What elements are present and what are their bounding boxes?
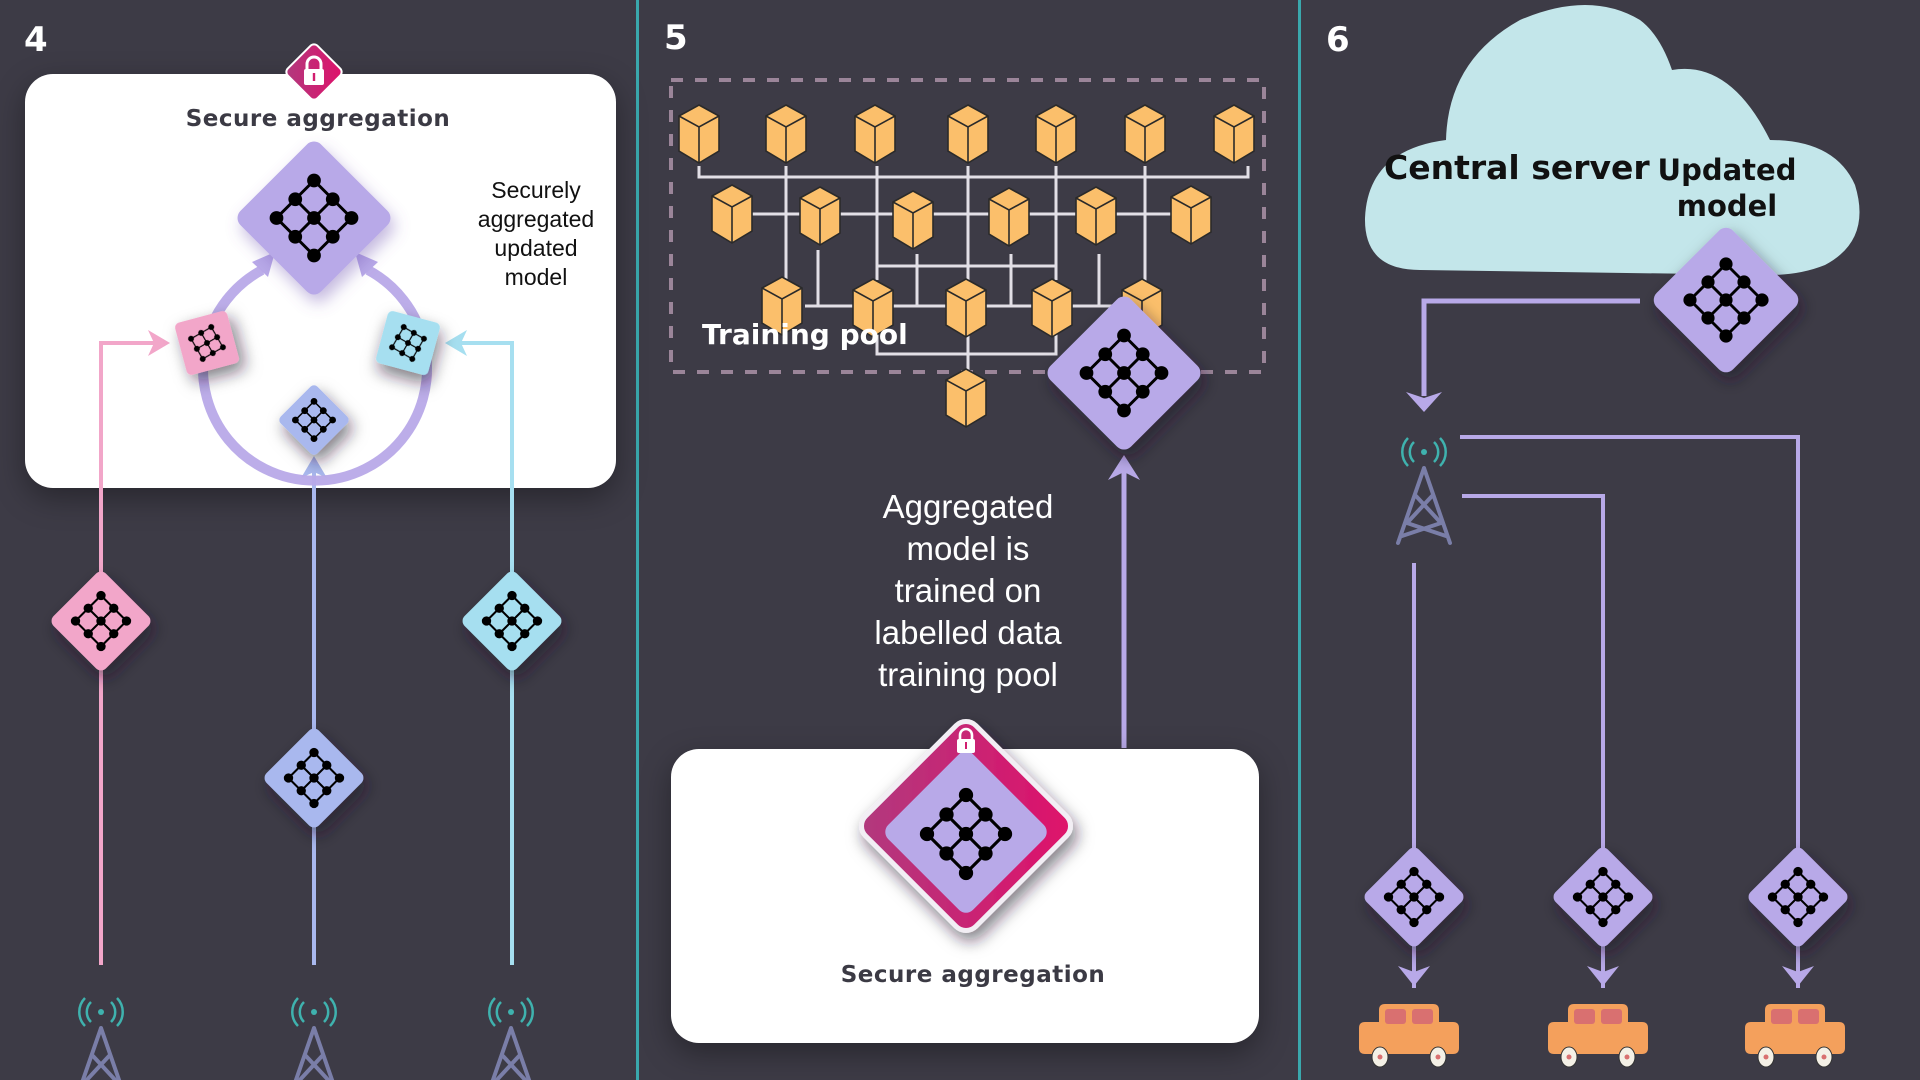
cell-tower-icon — [286, 996, 342, 1080]
step-number: 5 — [664, 18, 688, 58]
data-cube-icon — [678, 104, 1255, 164]
car-arrowhead — [1587, 966, 1619, 986]
vehicle-model-icon — [1748, 847, 1848, 947]
car-arrowhead — [1398, 966, 1430, 986]
step-number: 4 — [24, 20, 48, 60]
updated-model-label: Updated model — [1657, 153, 1797, 223]
tower-to-car-line-3 — [1460, 435, 1800, 988]
tower-to-car-line-2 — [1462, 494, 1605, 988]
cyan-client-connector — [460, 341, 514, 965]
car-icon — [1358, 1003, 1460, 1068]
pink-client-model-icon — [51, 571, 151, 671]
secure-aggregation-title: Secure aggregation — [840, 962, 1106, 988]
car-arrowhead — [1782, 966, 1814, 986]
car-icon — [1744, 1003, 1846, 1068]
cell-tower-icon — [1396, 436, 1452, 545]
pink-client-connector — [99, 341, 155, 965]
training-arrowhead — [1108, 455, 1140, 480]
cyan-arrowhead — [445, 330, 467, 356]
vehicle-model-icon — [1553, 847, 1653, 947]
cell-tower-icon — [483, 996, 539, 1080]
ring-arrowhead-left — [252, 252, 275, 277]
panel-divider-4-5 — [636, 0, 639, 1080]
central-server-label: Central server — [1384, 148, 1650, 187]
trained-model-icon — [1047, 296, 1201, 450]
car-icon — [1547, 1003, 1649, 1068]
pink-arrowhead — [148, 330, 170, 356]
cloud-icon — [1364, 5, 1860, 275]
cyan-model-icon — [376, 311, 440, 375]
cell-tower-icon — [73, 996, 129, 1080]
panel-divider-5-6 — [1298, 0, 1301, 1080]
updated-model-icon — [1653, 227, 1799, 373]
blue-arrowhead — [301, 456, 327, 478]
pink-model-icon — [175, 311, 239, 375]
training-pool-label: Training pool — [702, 318, 908, 351]
blue-client-model-icon — [264, 728, 364, 828]
data-cube-icon — [945, 368, 987, 428]
ring-arrowhead-right — [355, 252, 378, 277]
data-cube-icon — [711, 184, 1212, 250]
cyan-client-model-icon — [462, 571, 562, 671]
secure-aggregation-card — [671, 749, 1259, 1043]
secure-aggregation-title: Secure aggregation — [185, 106, 451, 132]
securely-aggregated-note: Securely aggregated updated model — [477, 177, 595, 290]
blue-model-icon — [279, 385, 349, 455]
step-number: 6 — [1326, 20, 1350, 60]
lock-icon — [285, 43, 343, 101]
server-to-tower-line — [1421, 298, 1640, 396]
down-arrowhead — [1406, 392, 1442, 412]
panel-4-graphics — [51, 43, 562, 1080]
vehicle-model-icon — [1364, 847, 1464, 947]
training-note: Aggregated model is trained on labelled … — [874, 488, 1062, 693]
aggregated-model-icon — [237, 141, 391, 295]
